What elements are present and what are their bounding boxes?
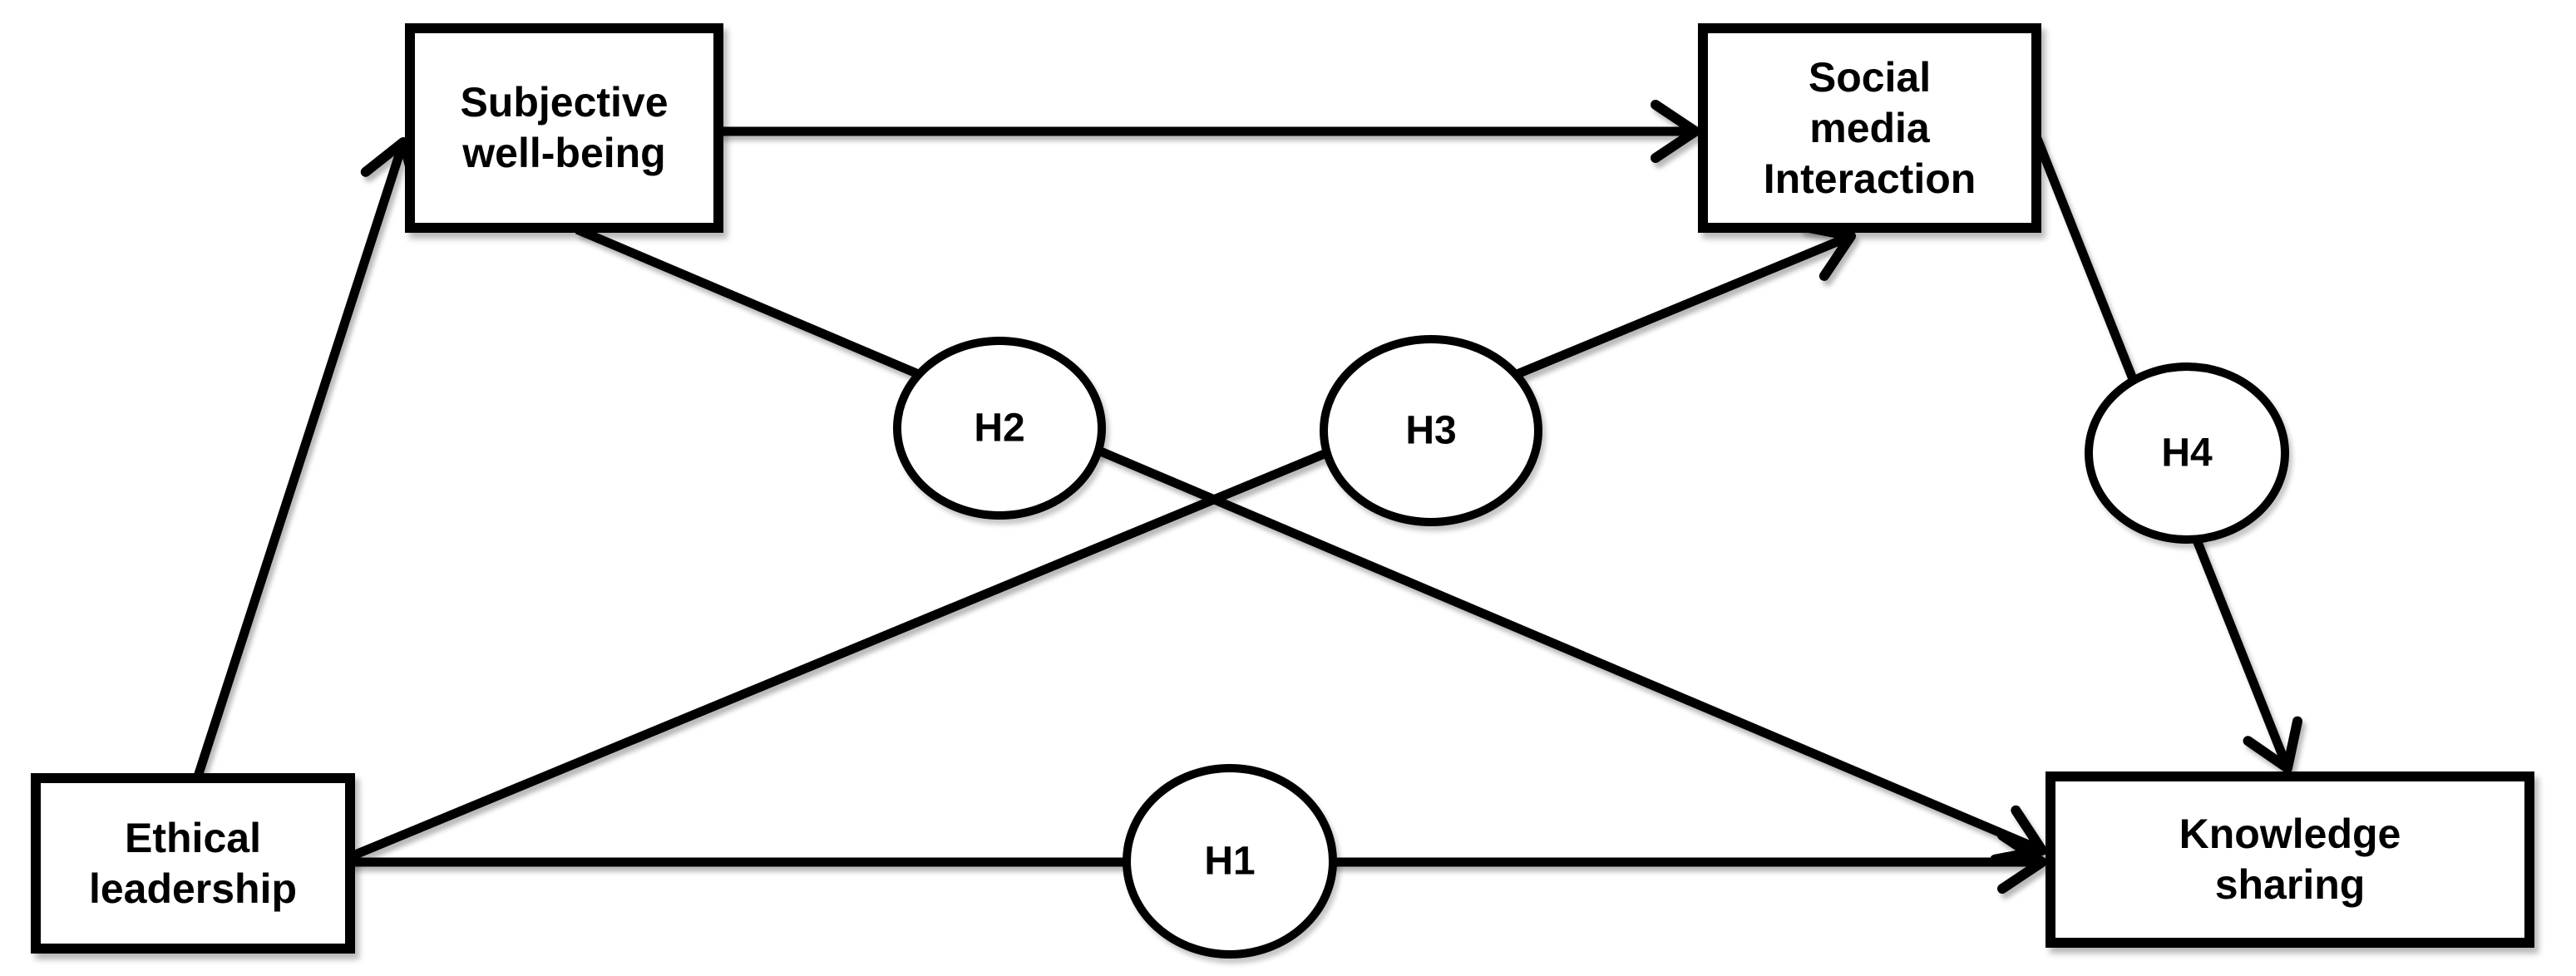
node-label-line: leadership	[88, 865, 298, 912]
hypothesis-label-h1: H1	[1204, 839, 1256, 884]
node-label-line: Ethical	[125, 814, 261, 861]
node-ethical-leadership: Ethical leadership	[31, 773, 355, 954]
hypothesis-ellipse-h1	[1123, 764, 1337, 959]
node-label-line: Interaction	[1763, 155, 1976, 202]
edge-h2-subjective-to-knowledge	[575, 224, 2047, 865]
node-label-line: sharing	[2214, 861, 2366, 908]
hypothesis-label-h4: H4	[2161, 431, 2213, 476]
hypothesis-ellipse-h4	[2085, 362, 2289, 544]
node-label-line: Subjective	[460, 79, 669, 126]
node-social-media-interaction: Social media Interaction	[1698, 23, 2041, 233]
node-label-line: well-being	[462, 130, 666, 176]
node-subjective-well-being: Subjective well-being	[405, 23, 723, 233]
edge-ethical-to-subjective	[191, 137, 422, 783]
node-label-line: Knowledge	[2179, 811, 2401, 857]
hypothesis-label-h2: H2	[974, 406, 1025, 451]
edge-h3-ethical-to-social-media	[347, 221, 1856, 862]
hypothesis-ellipse-h2	[893, 337, 1106, 520]
hypothesis-label-h3: H3	[1405, 408, 1457, 453]
node-knowledge-sharing: Knowledge sharing	[2046, 771, 2534, 948]
hypothesis-ellipse-h3	[1320, 335, 1542, 526]
node-label-line: Social	[1808, 53, 1932, 101]
node-label-line: media	[1809, 104, 1930, 151]
